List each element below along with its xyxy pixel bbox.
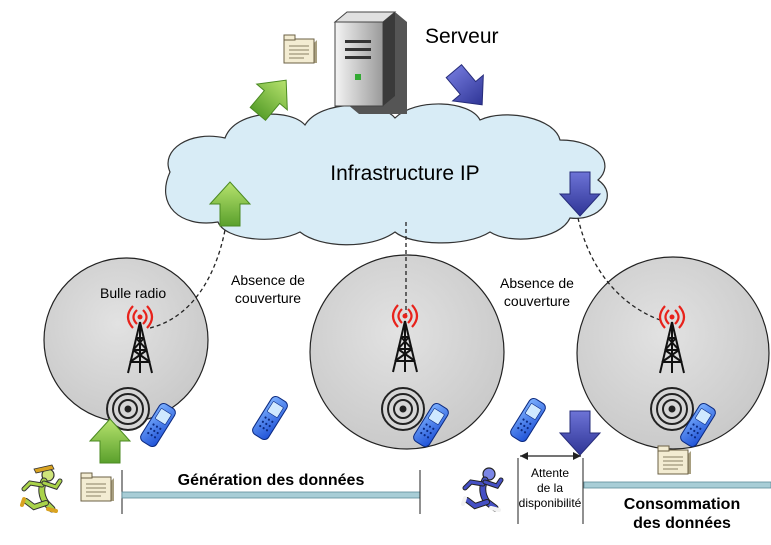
radio-bubble-label: Bulle radio [100,285,166,301]
infrastructure-label: Infrastructure IP [330,162,479,185]
server-icon [333,11,407,114]
cloud-icon [165,103,608,246]
signal-rings-icon [381,387,425,431]
file-icon [657,445,692,475]
consumption-timeline [583,481,771,489]
wait-interval [517,452,584,524]
file-icon [283,34,318,64]
consumption-label-line1: Consommation [624,496,740,513]
no-coverage-label-line2: couverture [235,290,301,306]
wait-label-line1: Attente [531,466,569,480]
runner-icon [20,464,63,513]
wait-label-line3: disponibilité [519,496,582,510]
generation-timeline [121,470,421,514]
mobile-phone-icon [508,396,548,444]
download-arrow-icon [559,410,601,456]
wireless-link [149,217,661,329]
file-icon [80,472,115,502]
no-coverage-label-line2: couverture [504,293,570,309]
signal-rings-icon [650,387,694,431]
runner-icon [461,467,504,512]
mobile-phone-icon [250,394,290,442]
no-coverage-label-line1: Absence de [231,272,305,288]
wait-label-line2: de la [537,481,563,495]
generation-label: Génération des données [178,472,365,489]
consumption-label-line2: des données [633,515,731,532]
server-label: Serveur [425,25,499,48]
no-coverage-label-line1: Absence de [500,275,574,291]
